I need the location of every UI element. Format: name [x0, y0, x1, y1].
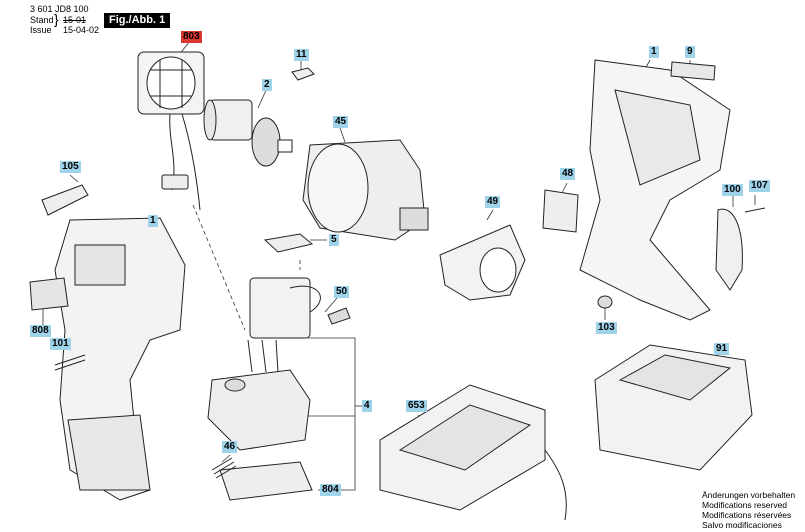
callout-45: 45 — [333, 116, 349, 128]
callout-49: 49 — [485, 196, 501, 208]
callout-803: 803 — [181, 31, 202, 43]
callout-808: 808 — [30, 325, 51, 337]
note-de: Änderungen vorbehalten — [702, 490, 796, 500]
part-5-switch-part — [263, 233, 314, 253]
callout-9: 9 — [685, 46, 695, 58]
part-2-rotor — [203, 99, 293, 167]
callout-105: 105 — [60, 161, 81, 173]
part-4-electronics — [207, 339, 311, 451]
part-48-plate — [542, 189, 579, 233]
part-9-label — [670, 61, 716, 81]
callout-100: 100 — [722, 184, 743, 196]
part-105-plate — [41, 184, 89, 216]
part-1-right-housing — [579, 59, 731, 321]
stand-label: Stand — [30, 15, 54, 25]
part-803-stator — [137, 51, 205, 211]
modification-notes: Änderungen vorbehalten Modifications res… — [702, 490, 795, 530]
issue-label: Issue — [30, 25, 52, 35]
callout-101: 101 — [50, 338, 71, 350]
callout-48: 48 — [560, 168, 576, 180]
issue-date: 15-04-02 — [63, 25, 100, 35]
part-808-label — [29, 277, 69, 311]
brace-glyph: } — [54, 11, 59, 27]
callout-804: 804 — [320, 484, 341, 496]
callout-1-left: 1 — [148, 215, 158, 227]
callout-653: 653 — [406, 400, 427, 412]
callout-50: 50 — [334, 286, 350, 298]
part-103-nut — [597, 295, 613, 309]
part-1-left-housing — [54, 217, 186, 501]
part-101-screw — [54, 354, 86, 371]
part-91-battery — [594, 344, 753, 471]
note-fr: Modifications réservées — [702, 510, 792, 520]
callout-2: 2 — [262, 79, 272, 91]
part-107-screw — [744, 207, 766, 213]
part-49-cover — [439, 224, 526, 301]
callout-107: 107 — [749, 180, 770, 192]
callout-103: 103 — [596, 322, 617, 334]
callout-11: 11 — [294, 49, 309, 61]
part-804-contacts — [219, 461, 313, 501]
part-46-spring — [211, 457, 237, 479]
callout-91: 91 — [714, 343, 730, 355]
figure-label: Fig./Abb. 1 — [104, 13, 171, 28]
part-11-clip — [291, 67, 315, 81]
callout-4: 4 — [362, 400, 372, 412]
note-en: Modifications reserved — [702, 500, 788, 510]
part-number: 3 601 JD8 100 — [30, 4, 89, 14]
part-100-clip — [715, 208, 743, 291]
callout-5: 5 — [329, 234, 339, 246]
part-45-gearbox — [302, 139, 429, 241]
callout-46: 46 — [222, 441, 238, 453]
part-653-charger — [379, 384, 567, 521]
stand-date: 15-01 — [63, 15, 87, 25]
callout-1-right: 1 — [649, 46, 659, 58]
part-50-switch — [249, 277, 351, 339]
note-es: Salvo modificaciones — [702, 520, 782, 530]
